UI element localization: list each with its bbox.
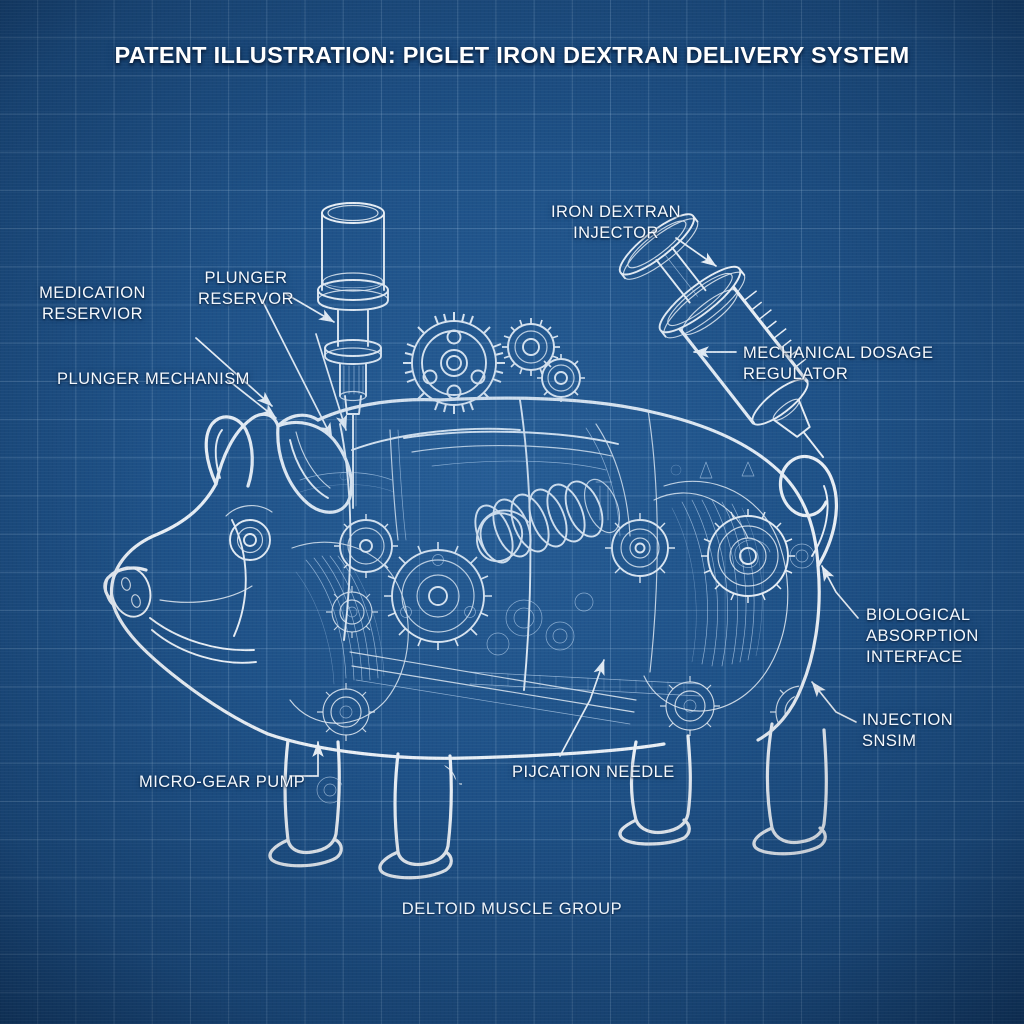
gear-shoulder-main	[384, 542, 492, 650]
leader-biological-absorption-interface	[821, 565, 859, 619]
gear-joint-front-right	[410, 758, 462, 810]
gear-shoulder-upper	[334, 514, 398, 578]
callout-iron-dextran-injector: IRON DEXTRAN INJECTOR	[550, 203, 682, 242]
gear-joint-front-left	[317, 683, 375, 741]
free-gear-small	[537, 354, 585, 402]
callout-biological-absorption-interface: BIOLOGICAL ABSORPTION INTERFACE	[866, 606, 979, 666]
ratchet-strip	[469, 671, 701, 697]
page-title: PATENT ILLUSTRATION: PIGLET IRON DEXTRAN…	[114, 42, 910, 68]
callout-plunger-reservor: PLUNGER RESERVOR	[198, 269, 294, 308]
gear-joint-hind-left	[660, 676, 720, 736]
free-gear-medium	[502, 318, 560, 376]
callout-mechanical-dosage-regulator: MECHANICAL DOSAGE REGULATOR	[743, 344, 934, 383]
callout-pijcation-needle: PIJCATION NEEDLE	[512, 763, 675, 781]
gear-small-cluster-belly	[486, 592, 594, 656]
free-gear-large	[403, 312, 505, 414]
callout-plunger-mechanism: PLUNGER MECHANISM	[57, 370, 250, 388]
vial-reservoir-assembly	[317, 202, 389, 509]
leader-injection-snsim	[811, 681, 857, 723]
gear-hip-secondary	[605, 513, 675, 583]
callout-micro-gear-pump: MICRO-GEAR PUMP	[139, 773, 306, 791]
callout-injection-snsim: INJECTION SNSIM	[862, 711, 954, 750]
figure-caption: DELTOID MUSCLE GROUP	[401, 900, 623, 918]
gear-haunch-main	[701, 509, 795, 603]
leader-pijcation-needle	[559, 659, 605, 757]
coil-spring	[474, 478, 620, 564]
piglet-body-outline	[103, 396, 839, 880]
callout-medication-reservior: MEDICATION RESERVIOR	[39, 284, 146, 323]
